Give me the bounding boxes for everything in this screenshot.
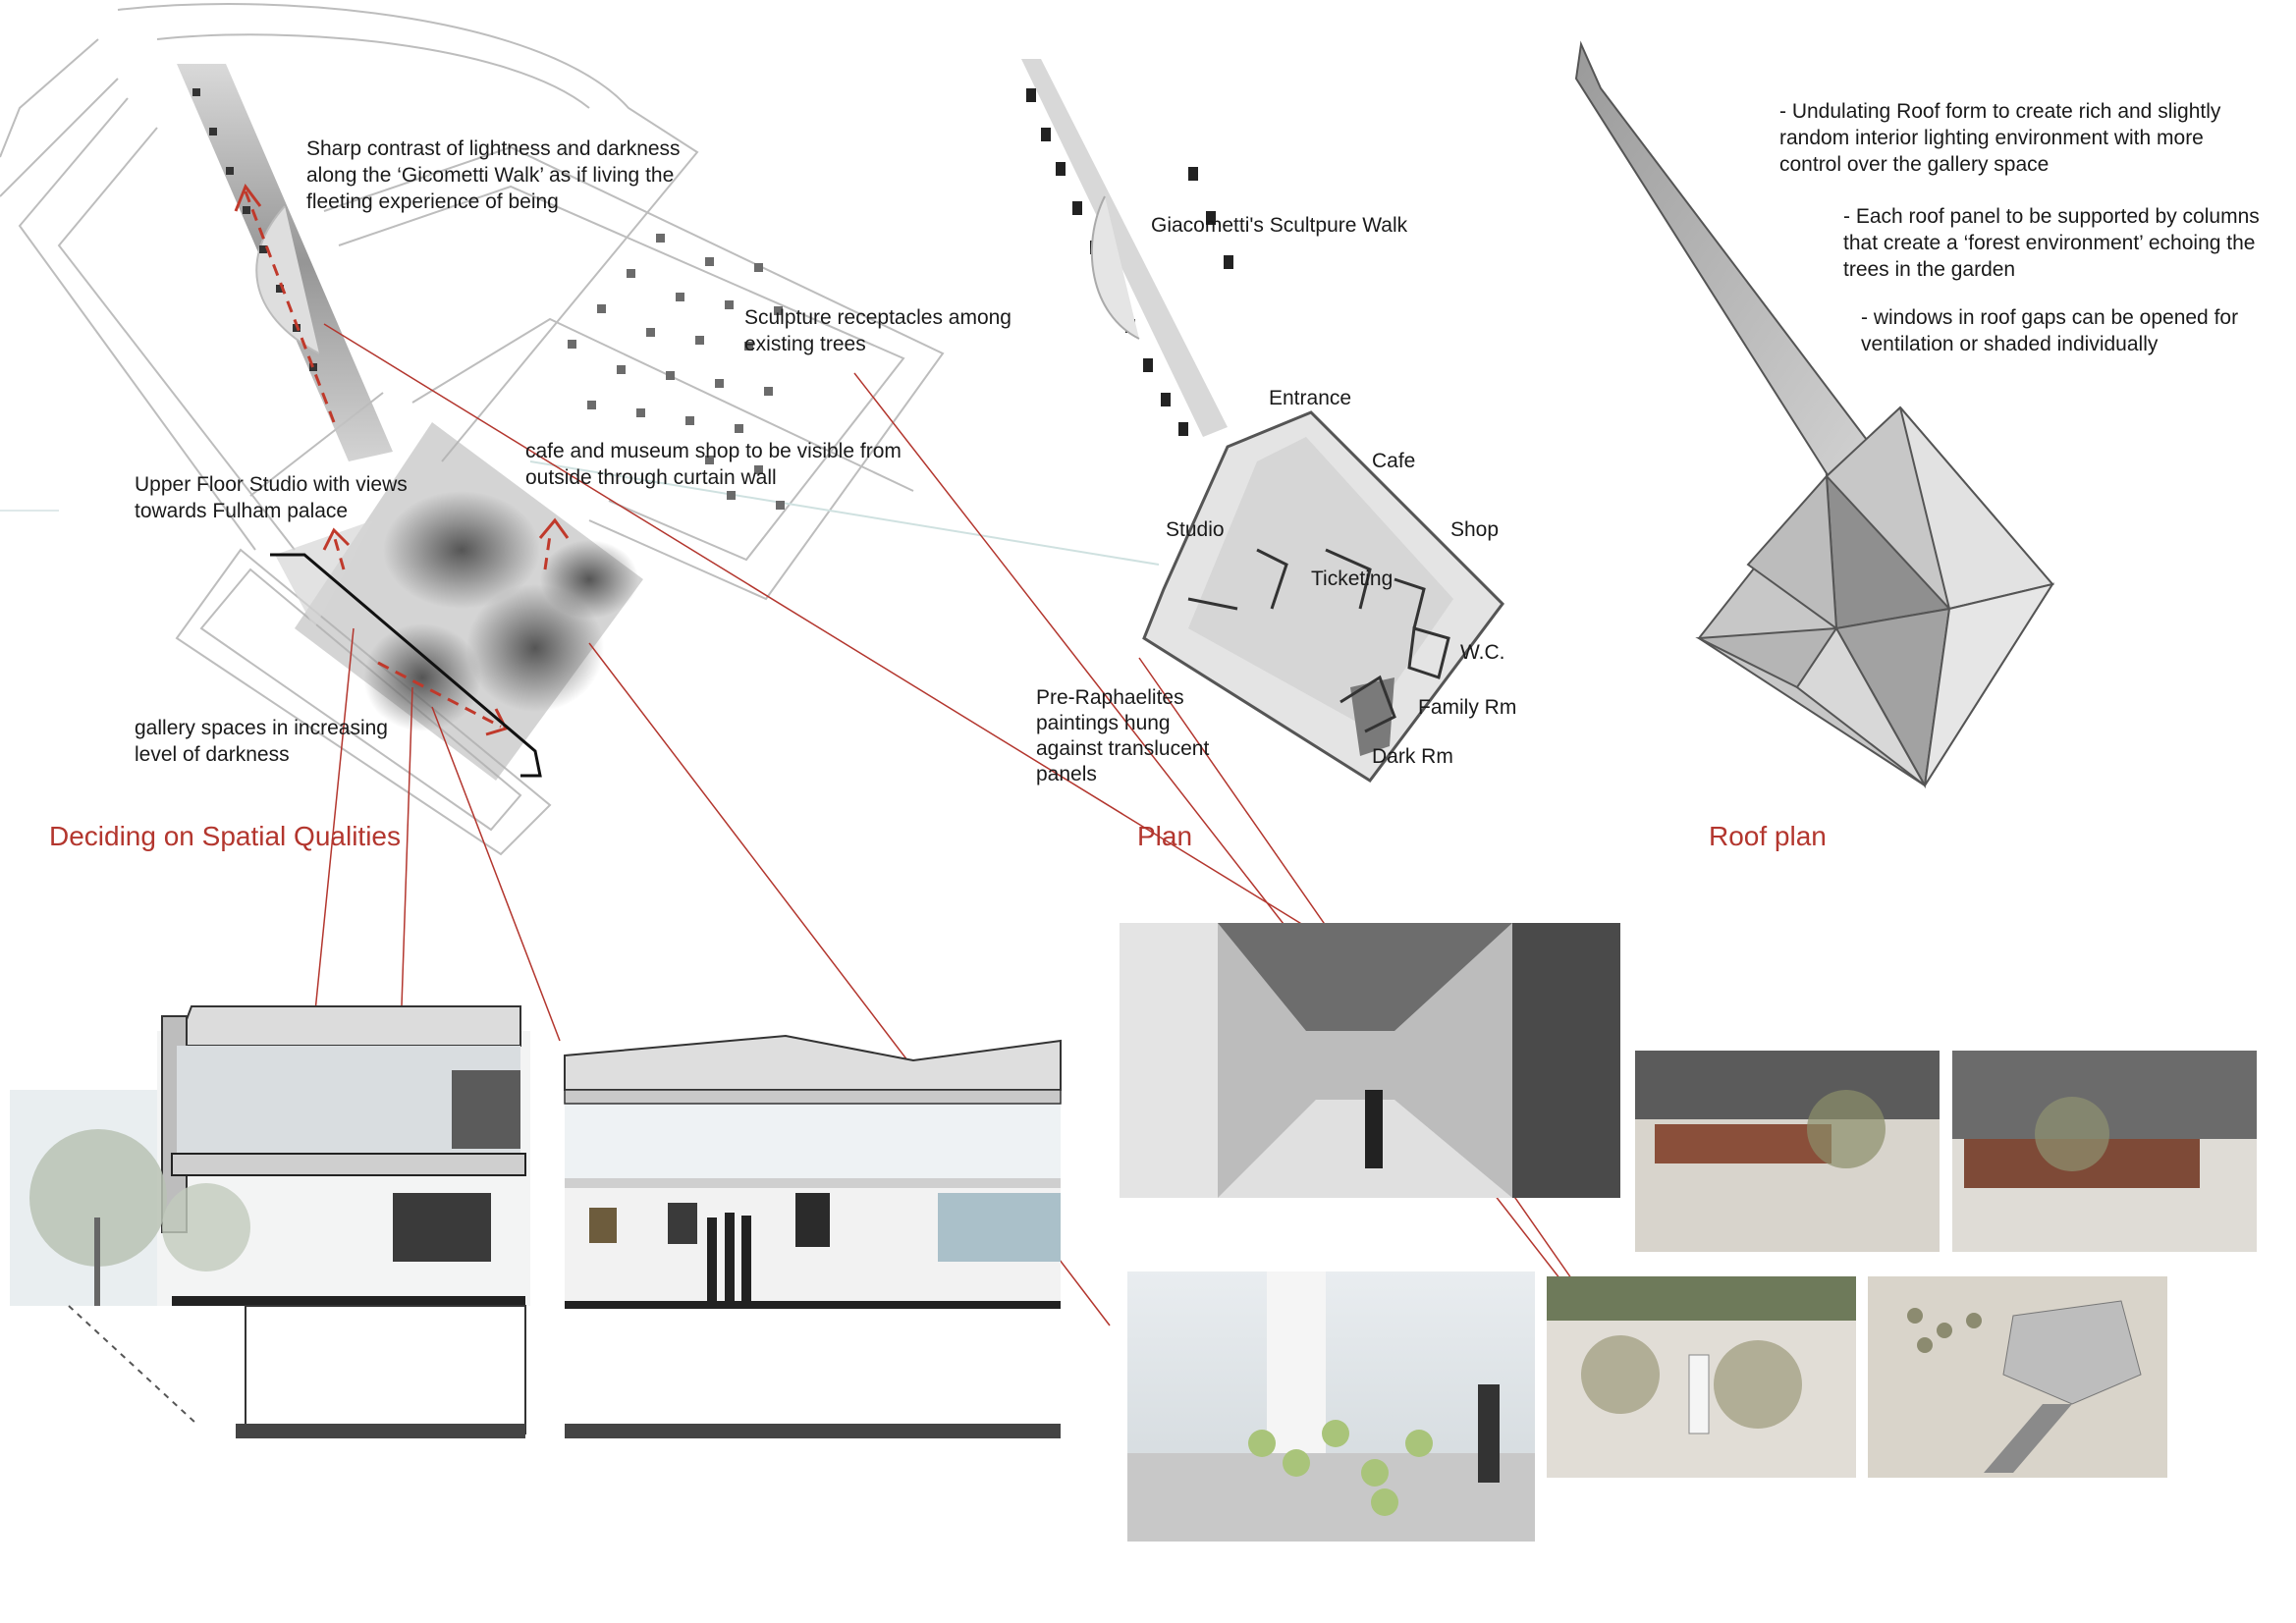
title-roof-plan: Roof plan (1709, 821, 1827, 851)
annotation-cafe-shop: cafe and museum shop to be visible from … (525, 440, 902, 489)
section-left (10, 1005, 530, 1438)
roof-drawing (1574, 40, 2055, 789)
site-gallery-block (275, 422, 643, 781)
roof-note-2: - Each roof panel to be supported by col… (1843, 205, 2260, 281)
annotation-studio-views: Upper Floor Studio with views towards Fu… (135, 473, 408, 522)
render-corridor (1120, 923, 1620, 1198)
arrow-heads (234, 183, 570, 736)
site-walk (177, 64, 393, 461)
sculpture-grid (568, 234, 785, 510)
plan-label-dark-room: Dark Rm (1372, 745, 1453, 768)
annotation-receptacles: Sculpture receptacles among existing tre… (744, 306, 1011, 355)
render-cafe (1127, 1271, 1535, 1542)
photo-model-3 (1547, 1276, 1856, 1478)
plan-label-shop: Shop (1450, 518, 1500, 541)
plan-drawing (1021, 59, 1504, 784)
plan-label-ticketing: Ticketing (1311, 568, 1394, 590)
roof-note-3: - windows in roof gaps can be opened for… (1861, 306, 2239, 355)
photo-model-1 (1635, 1051, 1940, 1252)
section-middle (564, 1034, 1062, 1438)
annotation-gallery-darkness: gallery spaces in increasing level of da… (135, 717, 388, 766)
site-plan (0, 3, 1160, 856)
gallery-bracket (270, 553, 542, 778)
photo-model-2 (1952, 1051, 2257, 1252)
title-plan: Plan (1137, 821, 1193, 851)
plan-label-cafe: Cafe (1372, 450, 1416, 472)
roof-note-1: - Undulating Roof form to create rich an… (1779, 100, 2221, 176)
plan-label-family-room: Family Rm (1418, 696, 1517, 719)
site-arrows (244, 190, 552, 729)
title-spatial-qualities: Deciding on Spatial Qualities (49, 821, 401, 851)
plan-label-entrance: Entrance (1269, 387, 1352, 409)
photo-model-4 (1868, 1276, 2167, 1478)
plan-label-studio: Studio (1166, 518, 1225, 541)
plan-label-wc: W.C. (1460, 641, 1505, 664)
annotation-contrast: Sharp contrast of lightness and darkness… (306, 137, 681, 213)
plan-label-walk: Giacometti's Scultpure Walk (1151, 214, 1408, 237)
plan-label-prerapha: Pre-Raphaelites paintings hung against t… (1036, 686, 1210, 785)
